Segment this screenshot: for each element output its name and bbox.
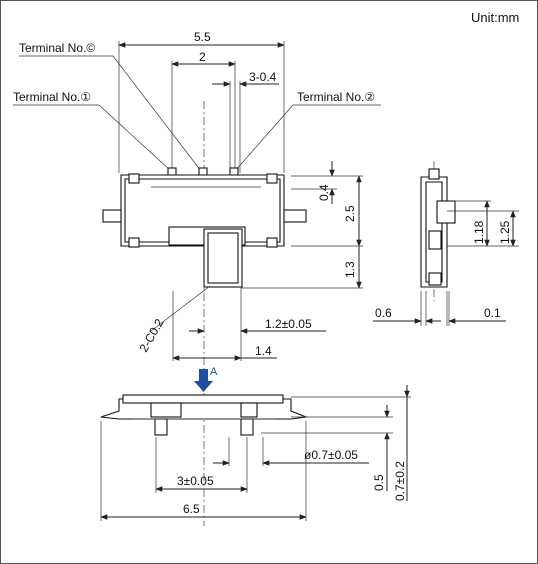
view-arrow-label: A bbox=[210, 366, 218, 378]
dim-5-5: 5.5 bbox=[194, 30, 211, 44]
dim-3: 3±0.05 bbox=[177, 474, 214, 488]
terminal-1-label: Terminal No.① bbox=[13, 90, 91, 104]
side-view bbox=[420, 161, 519, 326]
dim-0-7-diameter: ø0.7±0.05 bbox=[304, 448, 358, 462]
dim-1-4: 1.4 bbox=[255, 344, 272, 358]
chamfer-leader bbox=[150, 285, 211, 332]
dim-3-0-4: 3-0.4 bbox=[249, 70, 277, 84]
dim-1-25: 1.25 bbox=[498, 220, 512, 244]
side-view-dims bbox=[373, 200, 516, 324]
dim-1-18: 1.18 bbox=[472, 220, 486, 244]
bottom-view bbox=[100, 393, 309, 526]
dim-2-c0-2: 2-C0.2 bbox=[136, 316, 166, 354]
top-view-body bbox=[102, 101, 307, 379]
terminal-2-label: Terminal No.② bbox=[297, 90, 375, 104]
dim-0-7-tol: 0.7±0.2 bbox=[393, 461, 407, 501]
dim-2: 2 bbox=[199, 50, 206, 64]
top-right-dimension-lines bbox=[329, 161, 362, 289]
dim-0-5: 0.5 bbox=[372, 474, 386, 491]
dim-1-2: 1.2±0.05 bbox=[265, 317, 312, 331]
terminal-leaders bbox=[13, 55, 381, 172]
dim-1-3: 1.3 bbox=[343, 261, 357, 278]
terminal-c-label: Terminal No.© bbox=[19, 41, 95, 55]
dim-6-5: 6.5 bbox=[183, 502, 200, 516]
dim-0-1: 0.1 bbox=[484, 306, 501, 320]
view-arrow-a bbox=[194, 369, 213, 392]
dim-2-5: 2.5 bbox=[343, 205, 357, 222]
dim-0-4: 0.4 bbox=[317, 184, 331, 201]
bottom-width-dims bbox=[172, 288, 326, 361]
dim-0-6: 0.6 bbox=[375, 306, 392, 320]
top-view-extension-lines bbox=[118, 41, 363, 289]
bottom-view-dims bbox=[100, 385, 411, 521]
top-dimension-lines bbox=[118, 42, 285, 87]
unit-label: Unit:mm bbox=[471, 10, 519, 25]
